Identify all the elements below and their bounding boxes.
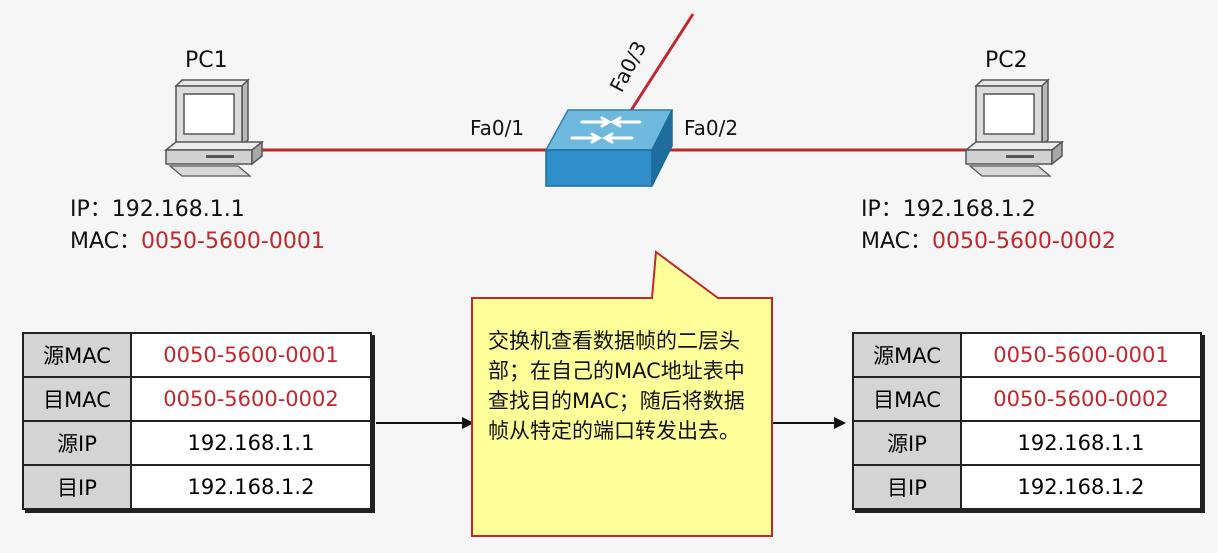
pc1-icon bbox=[163, 78, 265, 177]
frame-value: 0050-5600-0001 bbox=[130, 332, 372, 378]
frame-value: 192.168.1.2 bbox=[130, 464, 372, 510]
arrow-callout-to-right bbox=[772, 417, 846, 429]
link-switch-fa03 bbox=[628, 13, 695, 113]
frame-field: 目IP bbox=[22, 464, 132, 510]
pc2-ip-label: IP： bbox=[861, 197, 903, 222]
frame-field: 目IP bbox=[852, 464, 962, 510]
pc1-mac-value: 0050-5600-0001 bbox=[141, 229, 325, 254]
table-row: 源MAC 0050-5600-0001 bbox=[22, 332, 372, 378]
pc1-ip-line: IP：192.168.1.1 bbox=[70, 194, 245, 226]
pc1-name: PC1 bbox=[185, 48, 228, 73]
frame-field: 源IP bbox=[852, 420, 962, 466]
callout-text: 交换机查看数据帧的二层头部；在自己的MAC地址表中查找目的MAC；随后将数据帧从… bbox=[488, 329, 745, 443]
frame-table-right: 源MAC 0050-5600-0001 目MAC 0050-5600-0002 … bbox=[852, 332, 1202, 510]
table-row: 目MAC 0050-5600-0002 bbox=[852, 376, 1202, 422]
table-row: 源IP 192.168.1.1 bbox=[22, 420, 372, 466]
frame-value: 0050-5600-0001 bbox=[960, 332, 1202, 378]
pc2-ip-line: IP：192.168.1.2 bbox=[861, 194, 1036, 226]
frame-value: 192.168.1.2 bbox=[960, 464, 1202, 510]
pc2-name: PC2 bbox=[985, 48, 1028, 73]
table-row: 目IP 192.168.1.2 bbox=[852, 464, 1202, 510]
pc2-mac-value: 0050-5600-0002 bbox=[932, 229, 1116, 254]
pc1-mac-label: MAC： bbox=[70, 229, 142, 254]
table-row: 目IP 192.168.1.2 bbox=[22, 464, 372, 510]
frame-value: 192.168.1.1 bbox=[960, 420, 1202, 466]
frame-value: 192.168.1.1 bbox=[130, 420, 372, 466]
pc2-mac-line: MAC：0050-5600-0002 bbox=[861, 226, 1116, 258]
frame-field: 目MAC bbox=[22, 376, 132, 422]
switch-icon bbox=[544, 109, 674, 187]
pc2-ip-value: 192.168.1.2 bbox=[902, 197, 1036, 222]
pc1-mac-line: MAC：0050-5600-0001 bbox=[70, 226, 325, 258]
arrow-left-to-callout bbox=[376, 417, 474, 429]
port-fa01-label: Fa0/1 bbox=[470, 116, 525, 140]
frame-value: 0050-5600-0002 bbox=[130, 376, 372, 422]
pc2-mac-label: MAC： bbox=[861, 229, 933, 254]
pc1-ip-value: 192.168.1.1 bbox=[111, 197, 245, 222]
frame-field: 源IP bbox=[22, 420, 132, 466]
table-row: 目MAC 0050-5600-0002 bbox=[22, 376, 372, 422]
table-row: 源MAC 0050-5600-0001 bbox=[852, 332, 1202, 378]
frame-value: 0050-5600-0002 bbox=[960, 376, 1202, 422]
frame-table-left: 源MAC 0050-5600-0001 目MAC 0050-5600-0002 … bbox=[22, 332, 372, 510]
frame-field: 源MAC bbox=[852, 332, 962, 378]
table-row: 源IP 192.168.1.1 bbox=[852, 420, 1202, 466]
port-fa02-label: Fa0/2 bbox=[684, 116, 739, 140]
frame-field: 目MAC bbox=[852, 376, 962, 422]
callout-box bbox=[471, 250, 773, 537]
frame-field: 源MAC bbox=[22, 332, 132, 378]
pc2-icon bbox=[963, 78, 1065, 177]
pc1-ip-label: IP： bbox=[70, 197, 112, 222]
